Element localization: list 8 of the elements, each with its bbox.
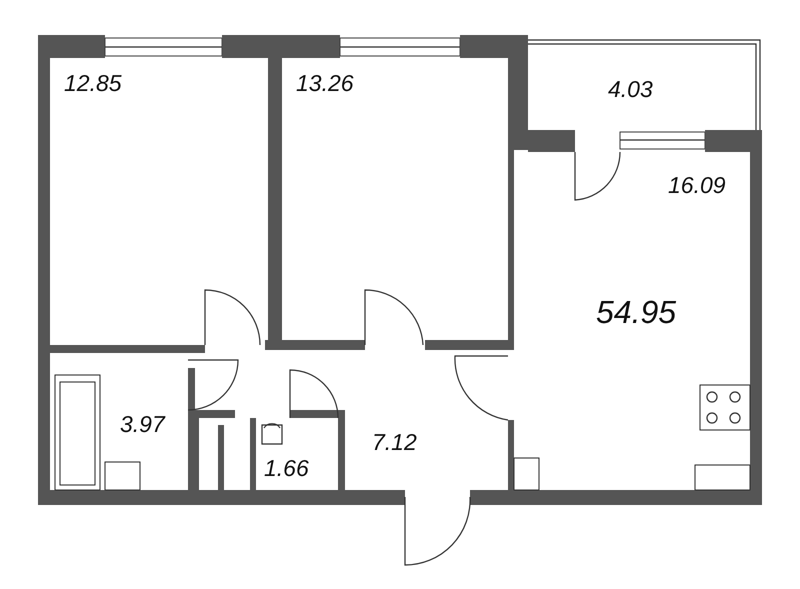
room-area-label: 12.85 xyxy=(64,72,122,95)
room-area-label: 4.03 xyxy=(608,78,653,101)
total-area-label: 54.95 xyxy=(596,296,676,328)
room-area-label: 16.09 xyxy=(668,174,726,197)
room-area-label: 7.12 xyxy=(372,431,417,454)
room-area-label: 1.66 xyxy=(264,457,309,480)
room-area-label: 13.26 xyxy=(296,72,354,95)
room-area-label: 3.97 xyxy=(120,413,165,436)
